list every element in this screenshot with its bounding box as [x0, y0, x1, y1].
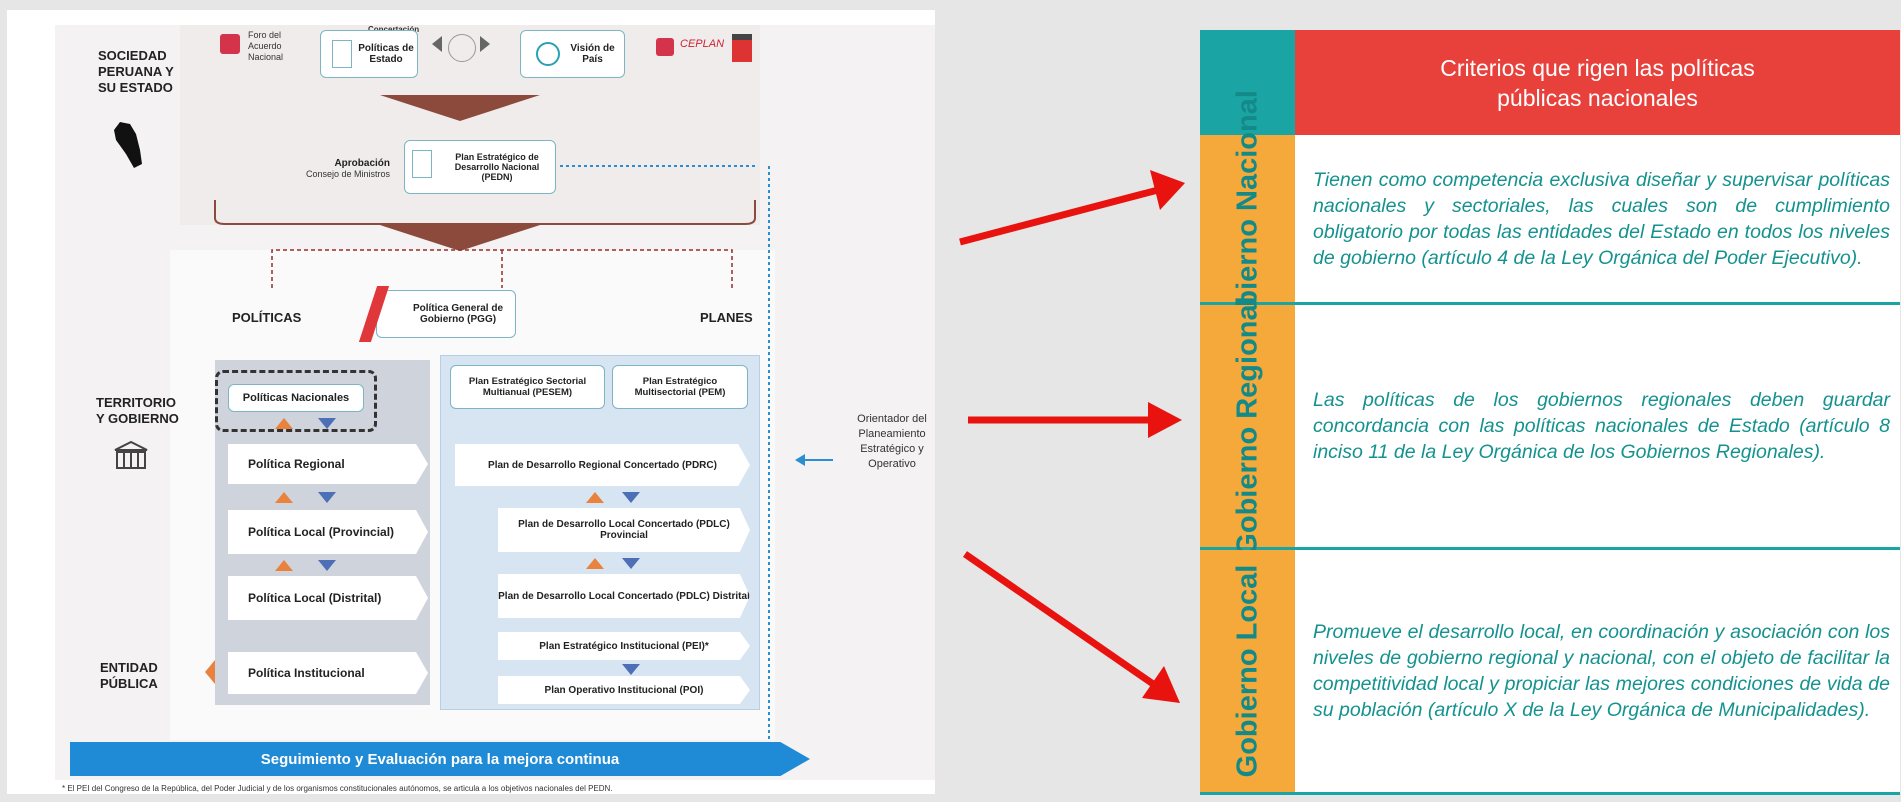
down-chevron-shape [380, 95, 540, 121]
arrow-to-local-icon [963, 551, 1180, 703]
aprobacion-sub: Consejo de Ministros [305, 169, 390, 179]
politicas-nacionales-box: Políticas Nacionales [228, 384, 364, 412]
orange-left-arrow-icon [205, 660, 215, 684]
dashed-connectors [271, 249, 733, 288]
acuerdo-logo-icon [220, 34, 240, 54]
arrow-to-regional-icon [968, 402, 1182, 438]
blue-left-arrow-icon [795, 454, 833, 466]
up-arrow-icon [586, 492, 604, 503]
plan-item: Plan de Desarrollo Regional Concertado (… [455, 444, 750, 486]
down-arrow-icon [622, 558, 640, 569]
row-text-regional: Las políticas de los gobiernos regionale… [1295, 305, 1900, 550]
eye-icon [536, 42, 560, 66]
politicas-header: POLÍTICAS [232, 310, 302, 325]
vision-pais-box: Visión de País [520, 30, 625, 78]
ceplan-logo: CEPLAN [680, 38, 725, 50]
plan-item: Plan de Desarrollo Local Concertado (PDL… [498, 508, 750, 552]
level-entidad: ENTIDAD PÚBLICA [100, 660, 158, 691]
red-arrows [959, 170, 1185, 703]
plan-item: Plan de Desarrollo Local Concertado (PDL… [498, 574, 750, 618]
institution-logo-icon [732, 34, 752, 62]
policy-item: Política Institucional [228, 652, 428, 694]
up-arrow-icon [586, 558, 604, 569]
row-label-local: Gobierno Local [1200, 550, 1295, 795]
up-arrow-icon [275, 560, 293, 571]
orientador-text: Orientador del Planeamiento Estratégico … [857, 413, 927, 470]
policy-item: Política Local (Provincial) [228, 510, 428, 554]
government-building-icon [114, 440, 148, 469]
planes-header: PLANES [700, 310, 753, 325]
arrow-left-icon [432, 36, 442, 52]
people-icon [448, 34, 476, 62]
row-label-nacional: Gobierno Nacional [1200, 90, 1295, 347]
table-corner [1200, 30, 1295, 135]
plan-document-icon [412, 150, 432, 178]
arrow-to-nacional-icon [959, 170, 1185, 246]
level-territorio: TERRITORIO Y GOBIERNO [96, 395, 179, 426]
plan-item: Plan Operativo Institucional (POI) [498, 676, 750, 704]
table-header: Criterios que rigen las políticas públic… [1295, 30, 1900, 135]
aprobacion-block: Aprobación Consejo de Ministros [295, 158, 390, 179]
seguimiento-bar: Seguimiento y Evaluación para la mejora … [70, 742, 810, 776]
down-chevron-shape-2 [380, 225, 540, 251]
document-icon [332, 40, 352, 68]
pem-box: Plan Estratégico Multisectorial (PEM) [612, 365, 748, 409]
top-connector-lines [214, 165, 756, 225]
acuerdo-logo-icon-2 [656, 38, 674, 56]
row-text-nacional: Tienen como competencia exclusiva diseña… [1295, 135, 1900, 305]
foro-text: Foro del Acuerdo Nacional [248, 30, 284, 62]
policy-item: Política Local (Distrital) [228, 576, 428, 620]
up-arrow-icon [275, 418, 293, 429]
up-arrow-icon [275, 492, 293, 503]
plan-item: Plan Estratégico Institucional (PEI)* [498, 632, 750, 660]
peru-map-icon [114, 122, 142, 168]
concertacion-text: Concertación [368, 25, 419, 34]
row-label-regional: Gobierno Regional [1200, 296, 1295, 556]
down-arrow-icon [318, 418, 336, 429]
row-text-local: Promueve el desarrollo local, en coordin… [1295, 550, 1900, 795]
aprobacion-title: Aprobación [334, 158, 390, 169]
down-arrow-icon [318, 492, 336, 503]
politicas-nacionales-highlight [215, 370, 377, 432]
footnote: * El PEI del Congreso de la República, d… [62, 784, 613, 793]
politicas-estado-box: Políticas de Estado [320, 30, 418, 78]
down-arrow-icon [622, 492, 640, 503]
level-sociedad: SOCIEDAD PERUANA Y SU ESTADO [98, 48, 174, 95]
down-arrow-icon [622, 664, 640, 675]
table-header-text: Criterios que rigen las políticas públic… [1440, 54, 1755, 111]
pesem-box: Plan Estratégico Sectorial Multianual (P… [450, 365, 605, 409]
arrow-right-icon [480, 36, 490, 52]
pgg-box: Política General de Gobierno (PGG) [376, 290, 516, 338]
down-arrow-icon [318, 560, 336, 571]
pedn-box: Plan Estratégico de Desarrollo Nacional … [404, 140, 556, 194]
policy-item: Política Regional [228, 444, 428, 484]
